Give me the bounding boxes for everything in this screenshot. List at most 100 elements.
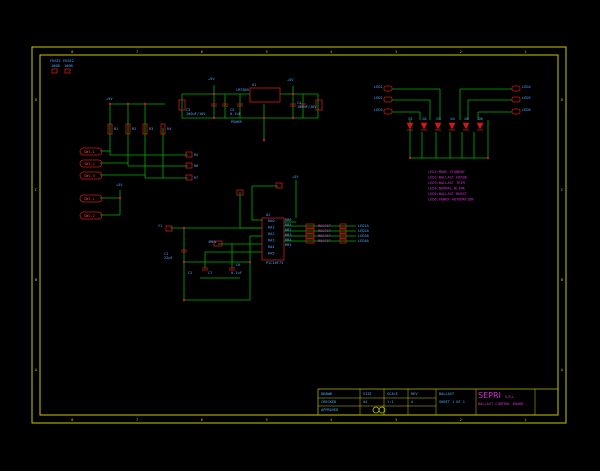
led-bus-in-1: LED1 bbox=[374, 85, 383, 89]
power-label-top-right: +5V bbox=[287, 78, 294, 82]
mcu-pin-rb4: RB4 bbox=[285, 238, 292, 242]
frame-col-bottom-4: 4 bbox=[330, 418, 332, 422]
conn-sw1-3: SW1-3 bbox=[84, 174, 95, 178]
drawing-frame bbox=[31, 46, 567, 424]
conn-sw1-2: SW1-2 bbox=[84, 162, 95, 166]
led-bus-in-3: LED3 bbox=[374, 108, 383, 112]
labels: +5V +5V +5V +5V +5V U1 LM7805 C3 100uF/1… bbox=[84, 77, 317, 275]
tb-row-2: APPROVED bbox=[321, 408, 338, 412]
led-bus-out-1: LED4 bbox=[522, 85, 531, 89]
tb-row-0: DRAWN bbox=[321, 392, 332, 396]
frame-row-left-A: A bbox=[35, 368, 38, 372]
led-output-label-4: LED4A bbox=[358, 239, 370, 243]
mosfet-labels: MOSFETMOSFETMOSFETMOSFETLED1ALED2ALED3AL… bbox=[318, 224, 370, 243]
res-r4: R4 bbox=[167, 127, 171, 131]
led-ref-d5: D5 bbox=[465, 117, 469, 121]
crystal-c1: C1 bbox=[164, 252, 168, 256]
sw1-1-connector[interactable] bbox=[79, 147, 103, 156]
frame-row-left-C: C bbox=[35, 188, 37, 192]
led-ref-d3: D3 bbox=[437, 117, 441, 121]
led-d6-icon[interactable] bbox=[476, 122, 484, 131]
tb-mid2-0: A4 bbox=[363, 400, 367, 404]
sw1-2-connector[interactable] bbox=[79, 159, 103, 168]
res-r5: R5 bbox=[194, 153, 198, 157]
frame-row-right-A: A bbox=[561, 368, 564, 372]
regulator-body[interactable] bbox=[249, 87, 281, 103]
sw2-2-connector[interactable] bbox=[79, 211, 103, 220]
company-logo-icon bbox=[372, 406, 386, 414]
conn-sw1-1: SW1-1 bbox=[84, 150, 95, 154]
crystal-ref: Y1 bbox=[158, 224, 162, 228]
frame-row-right-D: D bbox=[561, 98, 563, 102]
led-note-5: LED5:BALLAST BURST bbox=[428, 192, 468, 196]
tb-mid-2: REV bbox=[411, 392, 418, 396]
mcu-pin-ra4: RA4 bbox=[268, 245, 275, 249]
crystal-val: 4MHz bbox=[208, 240, 217, 244]
mcu-pin-rb3: RB3 bbox=[285, 233, 292, 237]
led-ref-d2: D2 bbox=[423, 117, 427, 121]
mosfet-label-3: MOSFET bbox=[318, 234, 332, 238]
led-note-1: LED1:MODE STANDBY bbox=[428, 170, 466, 174]
fuse-sub-1: 100B bbox=[51, 64, 60, 68]
components bbox=[79, 85, 521, 271]
led-ref-d4: D4 bbox=[451, 117, 455, 121]
frame-col-bottom-3: 3 bbox=[395, 418, 397, 422]
sw2-1-connector[interactable] bbox=[79, 194, 103, 203]
led-d3-icon[interactable] bbox=[434, 122, 442, 131]
conn-sw2-1: SW2-1 bbox=[84, 197, 95, 201]
led-bus-out-2: LED5 bbox=[522, 96, 531, 100]
power-label-center-right: +5V bbox=[292, 175, 299, 179]
fuse-2[interactable] bbox=[64, 68, 71, 74]
reg-out-cap: C4 bbox=[297, 101, 301, 105]
led-output-label-1: LED1A bbox=[358, 224, 370, 228]
mcu-ref: U2 bbox=[266, 213, 270, 217]
company-name: SEPRI bbox=[478, 391, 501, 400]
frame-col-top-4: 4 bbox=[330, 50, 332, 54]
company-suffix: S.R.L. bbox=[505, 395, 515, 399]
mosfet-label-4: MOSFET bbox=[318, 239, 332, 243]
led-d2-icon[interactable] bbox=[420, 122, 428, 131]
reg-in-cap: C3 bbox=[186, 108, 190, 112]
frame-row-right-B: B bbox=[561, 278, 563, 282]
crystal-c2: C2 bbox=[188, 271, 192, 275]
mosfet-label-2: MOSFET bbox=[318, 229, 332, 233]
led-d1-icon[interactable] bbox=[406, 122, 414, 131]
res-r1: R1 bbox=[114, 127, 118, 131]
led-d5-icon[interactable] bbox=[462, 122, 470, 131]
led-bus-in-2: LED2 bbox=[374, 96, 383, 100]
mcu-pin-rb1: RB1 bbox=[285, 223, 292, 227]
frame-col-bottom-8: 8 bbox=[71, 418, 73, 422]
sw1-3-connector[interactable] bbox=[79, 171, 103, 180]
tb-mid2-2: A bbox=[411, 400, 414, 404]
frame-row-right-C: C bbox=[561, 188, 563, 192]
led-array bbox=[406, 122, 484, 131]
led-output-label-3: LED3A bbox=[358, 234, 370, 238]
frame-row-left-B: B bbox=[35, 278, 37, 282]
tb-row-1: CHECKED bbox=[321, 400, 336, 404]
mcu-pin-ra2: RA2 bbox=[268, 232, 275, 236]
led-ref-d1: D1 bbox=[409, 117, 413, 121]
frame-row-left-D: D bbox=[35, 98, 37, 102]
led-d4-icon[interactable] bbox=[448, 122, 456, 131]
mid-cap-c7: C7 bbox=[208, 271, 212, 275]
frame-col-top-1: 1 bbox=[525, 50, 527, 54]
fuse-1[interactable] bbox=[51, 68, 58, 74]
led-note-3: LED3:BALLAST TRIM bbox=[428, 181, 466, 185]
res-r6: R6 bbox=[194, 164, 198, 168]
title-subtitle: BALLAST CONTROL BOARD bbox=[478, 402, 523, 406]
mcu-pin-rb5: RB5 bbox=[285, 243, 292, 247]
res-r2: R2 bbox=[132, 127, 136, 131]
tb-doc: BALLAST bbox=[439, 392, 455, 396]
res-r3: R3 bbox=[149, 127, 153, 131]
frame-col-bottom-5: 5 bbox=[266, 418, 268, 422]
power-label-mid: +5V bbox=[116, 183, 123, 187]
wires bbox=[100, 85, 512, 301]
title-block: DRAWN CHECKED APPROVED SIZE SCALE REV A4… bbox=[317, 388, 559, 416]
frame-col-top-8: 8 bbox=[71, 50, 73, 54]
tb-mid-0: SIZE bbox=[363, 392, 372, 396]
